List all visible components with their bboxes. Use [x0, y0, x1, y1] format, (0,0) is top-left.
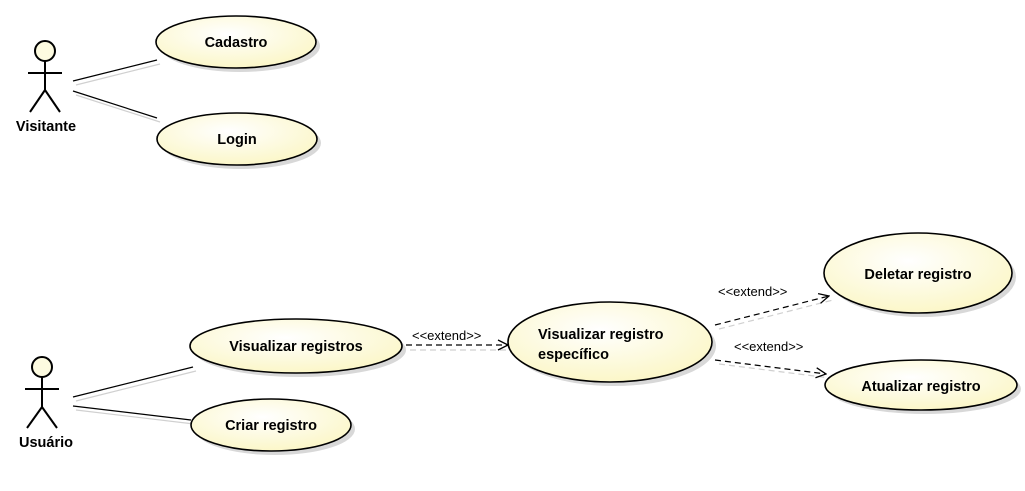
stick-figure-icon: [25, 356, 59, 429]
stick-figure-icon: [28, 40, 62, 113]
extend-label: <<extend>>: [718, 284, 787, 299]
actor-visitante[interactable]: Visitante: [16, 40, 76, 135]
association-visitante-cadastro: [72, 59, 161, 86]
extend-label: <<extend>>: [412, 328, 481, 343]
usecase-cadastro[interactable]: Cadastro: [155, 15, 320, 72]
association-usuario-visualizar: [72, 366, 197, 402]
extend-visualizar-to-especifico: <<extend>>: [406, 328, 512, 351]
actor-label: Usuário: [19, 435, 73, 451]
usecase-visualizar-registro-especifico[interactable]: Visualizar registro específico: [507, 301, 716, 386]
extend-especifico-to-atualizar: <<extend>>: [714, 339, 831, 379]
usecase-label: Atualizar registro: [861, 379, 980, 395]
association-visitante-login: [72, 90, 161, 123]
usecase-label: Cadastro: [205, 35, 268, 51]
usecase-deletar-registro[interactable]: Deletar registro: [823, 232, 1016, 317]
usecase-criar-registro[interactable]: Criar registro: [190, 398, 355, 455]
actor-label: Visitante: [16, 119, 76, 135]
usecase-login[interactable]: Login: [156, 112, 321, 169]
usecase-label: Criar registro: [225, 418, 317, 434]
extend-label: <<extend>>: [734, 339, 803, 354]
usecase-label-line-1: Visualizar registro: [538, 327, 664, 343]
actor-usuario[interactable]: Usuário: [19, 356, 73, 451]
association-usuario-criar: [72, 405, 195, 425]
usecase-label: Visualizar registros: [229, 339, 363, 355]
usecase-label: Login: [217, 132, 256, 148]
extend-especifico-to-deletar: <<extend>>: [714, 284, 834, 330]
usecase-label-line-2: específico: [538, 347, 609, 363]
usecase-label: Deletar registro: [864, 267, 971, 283]
usecase-visualizar-registros[interactable]: Visualizar registros: [189, 318, 406, 377]
usecase-atualizar-registro[interactable]: Atualizar registro: [824, 359, 1021, 414]
